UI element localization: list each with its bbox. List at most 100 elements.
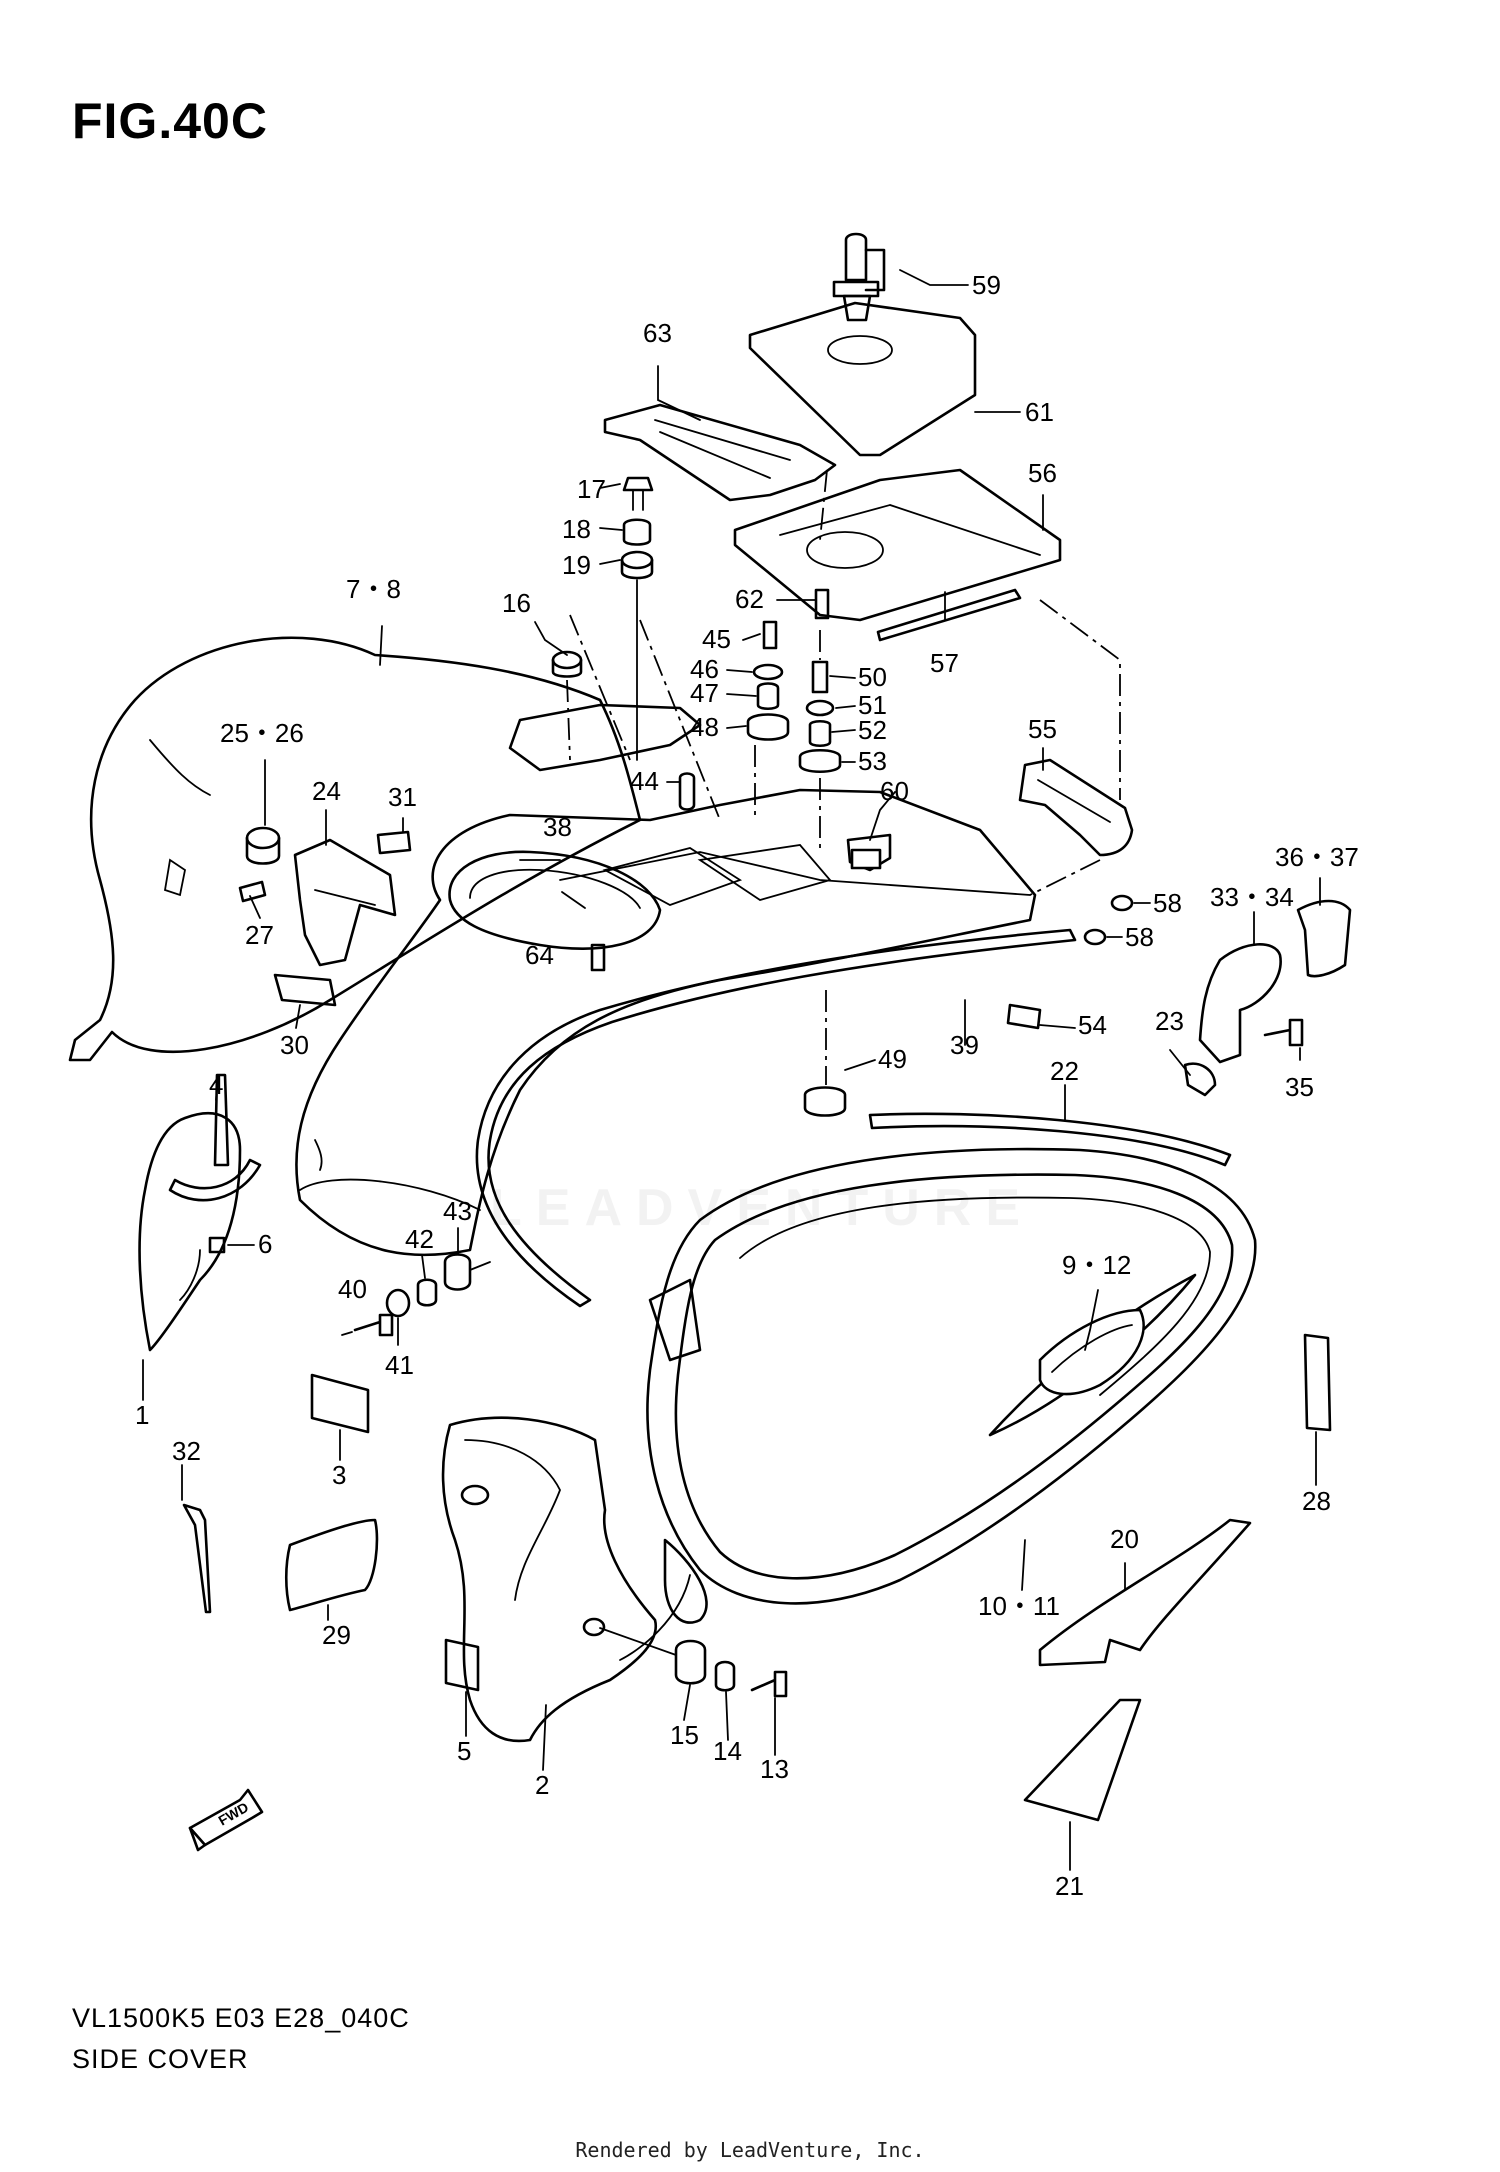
clamp-36-37-drawing: [1296, 899, 1352, 978]
callout-10-11: 10・11: [978, 1591, 1060, 1621]
callout-15: 15: [670, 1720, 699, 1750]
decal-20-drawing: [1038, 1518, 1252, 1667]
assembly-guide-lines: [566, 469, 1121, 1085]
callout-53: 53: [858, 746, 887, 776]
washer-46-drawing: [752, 663, 784, 681]
callout-27: 27: [245, 920, 274, 950]
callout-43: 43: [443, 1196, 472, 1226]
model-code: VL1500K5 E03 E28_040C: [72, 2003, 410, 2033]
label-5-drawing: [444, 1638, 480, 1692]
callout-41: 41: [385, 1350, 414, 1380]
screw-64-drawing: [590, 943, 606, 972]
callout-44: 44: [630, 766, 659, 796]
callout-39: 39: [950, 1030, 979, 1060]
fasteners-13-15-drawing: [599, 1627, 788, 1698]
grommet-49-drawing: [803, 1086, 847, 1117]
strip-57-drawing: [876, 588, 1022, 642]
screw-50-drawing: [811, 660, 829, 694]
frame-cover-2-drawing: [441, 1416, 658, 1743]
strip-22-drawing: [868, 1112, 1232, 1167]
callout-labels: 59 63 61 56 17 18 19 62 7・8 16 45 46 47 …: [135, 270, 1359, 1901]
callout-46: 46: [690, 654, 719, 684]
screw-45-drawing: [762, 620, 778, 650]
callout-52: 52: [858, 715, 887, 745]
callout-21: 21: [1055, 1871, 1084, 1901]
footer-credit: Rendered by LeadVenture, Inc.: [575, 2138, 925, 2162]
washer-51-drawing: [805, 699, 835, 717]
pad-31-drawing: [376, 830, 412, 855]
top-cover-61-drawing: [748, 301, 977, 457]
callout-33-34: 33・34: [1210, 882, 1294, 912]
callout-2: 2: [535, 1770, 549, 1800]
callout-16: 16: [502, 588, 531, 618]
callout-22: 22: [1050, 1056, 1079, 1086]
callout-17: 17: [577, 474, 606, 504]
pad-54-drawing: [1006, 1003, 1042, 1030]
strip-28-drawing: [1303, 1333, 1332, 1432]
callout-40: 40: [338, 1274, 367, 1304]
callout-5: 5: [457, 1736, 471, 1766]
callout-30: 30: [280, 1030, 309, 1060]
callout-24: 24: [312, 776, 341, 806]
bracket-55-drawing: [1018, 758, 1134, 857]
section-name: SIDE COVER: [72, 2044, 249, 2074]
lock-bracket-60-drawing: [846, 833, 892, 872]
callout-62: 62: [735, 584, 764, 614]
callout-45: 45: [702, 624, 731, 654]
callout-42: 42: [405, 1224, 434, 1254]
callout-64: 64: [525, 940, 554, 970]
fasteners-40-43-drawing: [353, 1253, 491, 1337]
tank-cover-38-drawing: [295, 788, 1037, 1257]
callout-36-37: 36・37: [1275, 842, 1359, 872]
callout-1: 1: [135, 1400, 149, 1430]
callout-58b: 58: [1125, 922, 1154, 952]
callout-51: 51: [858, 690, 887, 720]
sleeve-29-drawing: [284, 1518, 379, 1612]
callout-48: 48: [690, 712, 719, 742]
collar-52-drawing: [808, 719, 832, 748]
key-lock-drawing: [832, 232, 886, 322]
seal-39-drawing: [475, 928, 1077, 1308]
fwd-arrow: FWD: [188, 1788, 264, 1852]
callout-61: 61: [1025, 397, 1054, 427]
callout-19: 19: [562, 550, 591, 580]
callout-9-12: 9・12: [1062, 1250, 1131, 1280]
callout-47: 47: [690, 678, 719, 708]
leader-lines: [142, 269, 1321, 1871]
callout-60: 60: [880, 776, 909, 806]
callout-56: 56: [1028, 458, 1057, 488]
callout-63: 63: [643, 318, 672, 348]
bracket-24-drawing: [293, 838, 397, 967]
callout-55: 55: [1028, 714, 1057, 744]
collar-47-drawing: [756, 682, 780, 711]
bolt-stack-17-19: [620, 476, 654, 761]
callout-23: 23: [1155, 1006, 1184, 1036]
nut-58b-drawing: [1083, 928, 1107, 946]
callout-4: 4: [209, 1070, 223, 1100]
decal-21-drawing: [1023, 1698, 1142, 1822]
screw-6-drawing: [208, 1236, 226, 1254]
bracket-drawing: [508, 650, 702, 772]
callout-13: 13: [760, 1754, 789, 1784]
callout-59: 59: [972, 270, 1001, 300]
bracket-33-34-drawing: [1183, 943, 1282, 1097]
callout-58a: 58: [1153, 888, 1182, 918]
screw-27-drawing: [238, 880, 267, 903]
screw-62-drawing: [814, 588, 830, 620]
nut-58a-drawing: [1110, 894, 1134, 912]
callout-18: 18: [562, 514, 591, 544]
side-cover-10-11-drawing: [619, 1147, 1257, 1661]
panel-56-drawing: [733, 468, 1062, 622]
callout-28: 28: [1302, 1486, 1331, 1516]
callout-6: 6: [258, 1229, 272, 1259]
callout-20: 20: [1110, 1524, 1139, 1554]
side-panel-drawing: [68, 636, 642, 1062]
bolt-35-drawing: [1263, 1018, 1304, 1047]
callout-35: 35: [1285, 1072, 1314, 1102]
callout-49: 49: [878, 1044, 907, 1074]
grommet-48-drawing: [746, 713, 790, 741]
pin-32-drawing: [182, 1503, 212, 1614]
callout-3: 3: [332, 1460, 346, 1490]
callout-25-26: 25・26: [220, 718, 304, 748]
